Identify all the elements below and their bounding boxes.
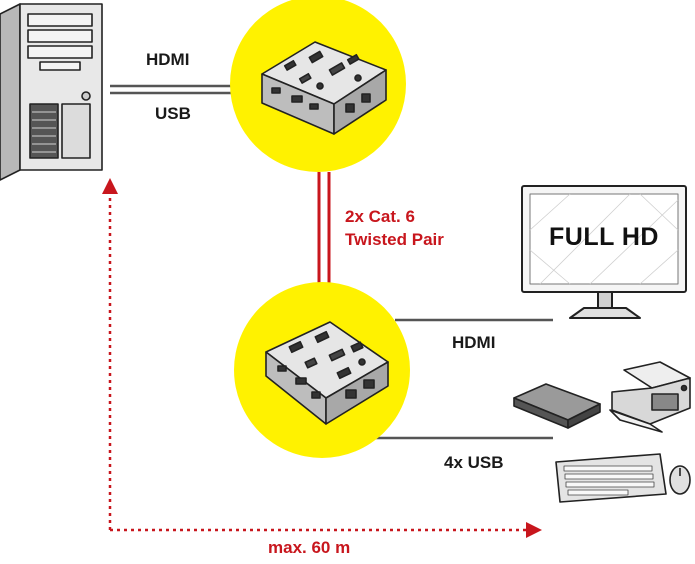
label-cable-subtype: Twisted Pair [345,230,444,249]
label-hdmi-output: HDMI [452,333,496,352]
arrow-up-icon [102,178,118,194]
keyboard-icon [555,453,667,503]
label-usb-output: 4x USB [444,453,504,472]
monitor-icon [521,185,687,319]
mouse-icon [669,465,691,495]
label-hdmi-input: HDMI [146,50,190,69]
kvm-transmitter-icon [261,41,387,135]
arrow-right-icon [526,522,542,538]
external-drive-icon [513,383,601,429]
printer-icon [609,361,691,433]
distance-arrows [102,178,542,538]
kvm-receiver-icon [265,321,389,425]
label-usb-input: USB [155,104,191,123]
monitor-screen-text: FULL HD [549,223,659,251]
pc-transmitter-cables [110,84,245,95]
label-cable-type: 2x Cat. 6 [345,207,415,226]
pc-tower-icon [0,3,103,181]
cat6-cable [317,172,331,290]
label-max-distance: max. 60 m [268,538,351,557]
